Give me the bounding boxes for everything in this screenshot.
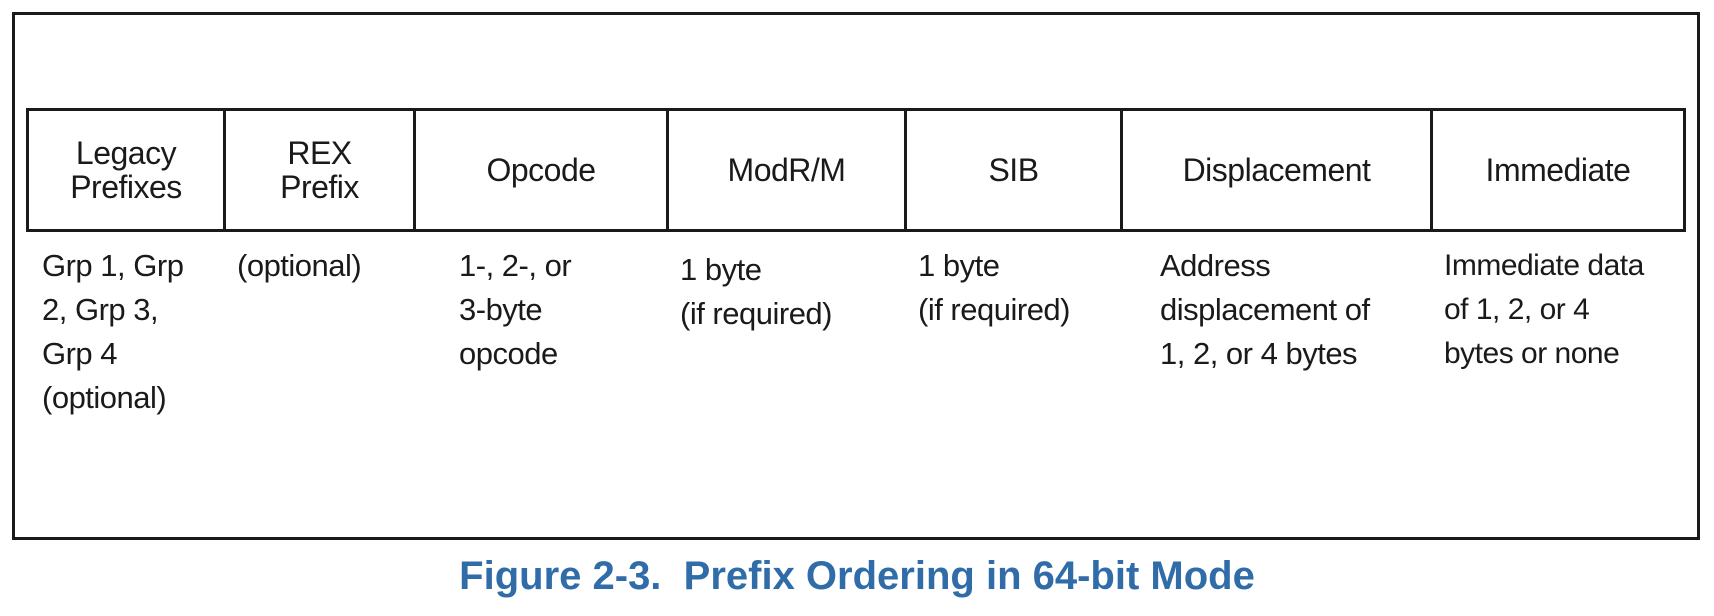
desc-displacement: Address displacement of 1, 2, or 4 bytes — [1160, 248, 1370, 371]
field-label-sib: SIB — [988, 152, 1039, 188]
field-legacy-prefixes: Legacy Prefixes — [29, 111, 226, 229]
desc-opcode: 1-, 2-, or 3-byte opcode — [459, 248, 572, 371]
field-immediate: Immediate — [1433, 111, 1683, 229]
desc-immediate: Immediate data of 1, 2, or 4 bytes or no… — [1444, 249, 1644, 370]
field-opcode: Opcode — [416, 111, 669, 229]
field-descriptions: Grp 1, Grp 2, Grp 3, Grp 4 (optional) (o… — [26, 236, 1686, 436]
desc-sib: 1 byte (if required) — [918, 248, 1071, 327]
field-displacement: Displacement — [1123, 111, 1433, 229]
field-modrm: ModR/M — [669, 111, 907, 229]
field-label-opcode: Opcode — [486, 152, 596, 188]
field-label-modrm: ModR/M — [727, 152, 846, 188]
field-sib: SIB — [907, 111, 1123, 229]
field-rex-prefix: REX Prefix — [226, 111, 416, 229]
field-label-rex-prefix: REX Prefix — [280, 135, 359, 205]
field-label-legacy-prefixes: Legacy Prefixes — [70, 135, 182, 205]
desc-modrm: 1 byte (if required) — [680, 252, 833, 331]
desc-legacy-prefixes: Grp 1, Grp 2, Grp 3, Grp 4 (optional) — [42, 248, 184, 415]
figure-frame — [12, 12, 1700, 540]
field-label-immediate: Immediate — [1485, 152, 1631, 188]
desc-rex-prefix: (optional) — [237, 248, 362, 283]
field-label-displacement: Displacement — [1182, 152, 1371, 188]
instruction-format-fields: Legacy Prefixes REX Prefix Opcode ModR/M… — [26, 108, 1686, 232]
figure-caption: Figure 2-3. Prefix Ordering in 64-bit Mo… — [459, 554, 1255, 598]
